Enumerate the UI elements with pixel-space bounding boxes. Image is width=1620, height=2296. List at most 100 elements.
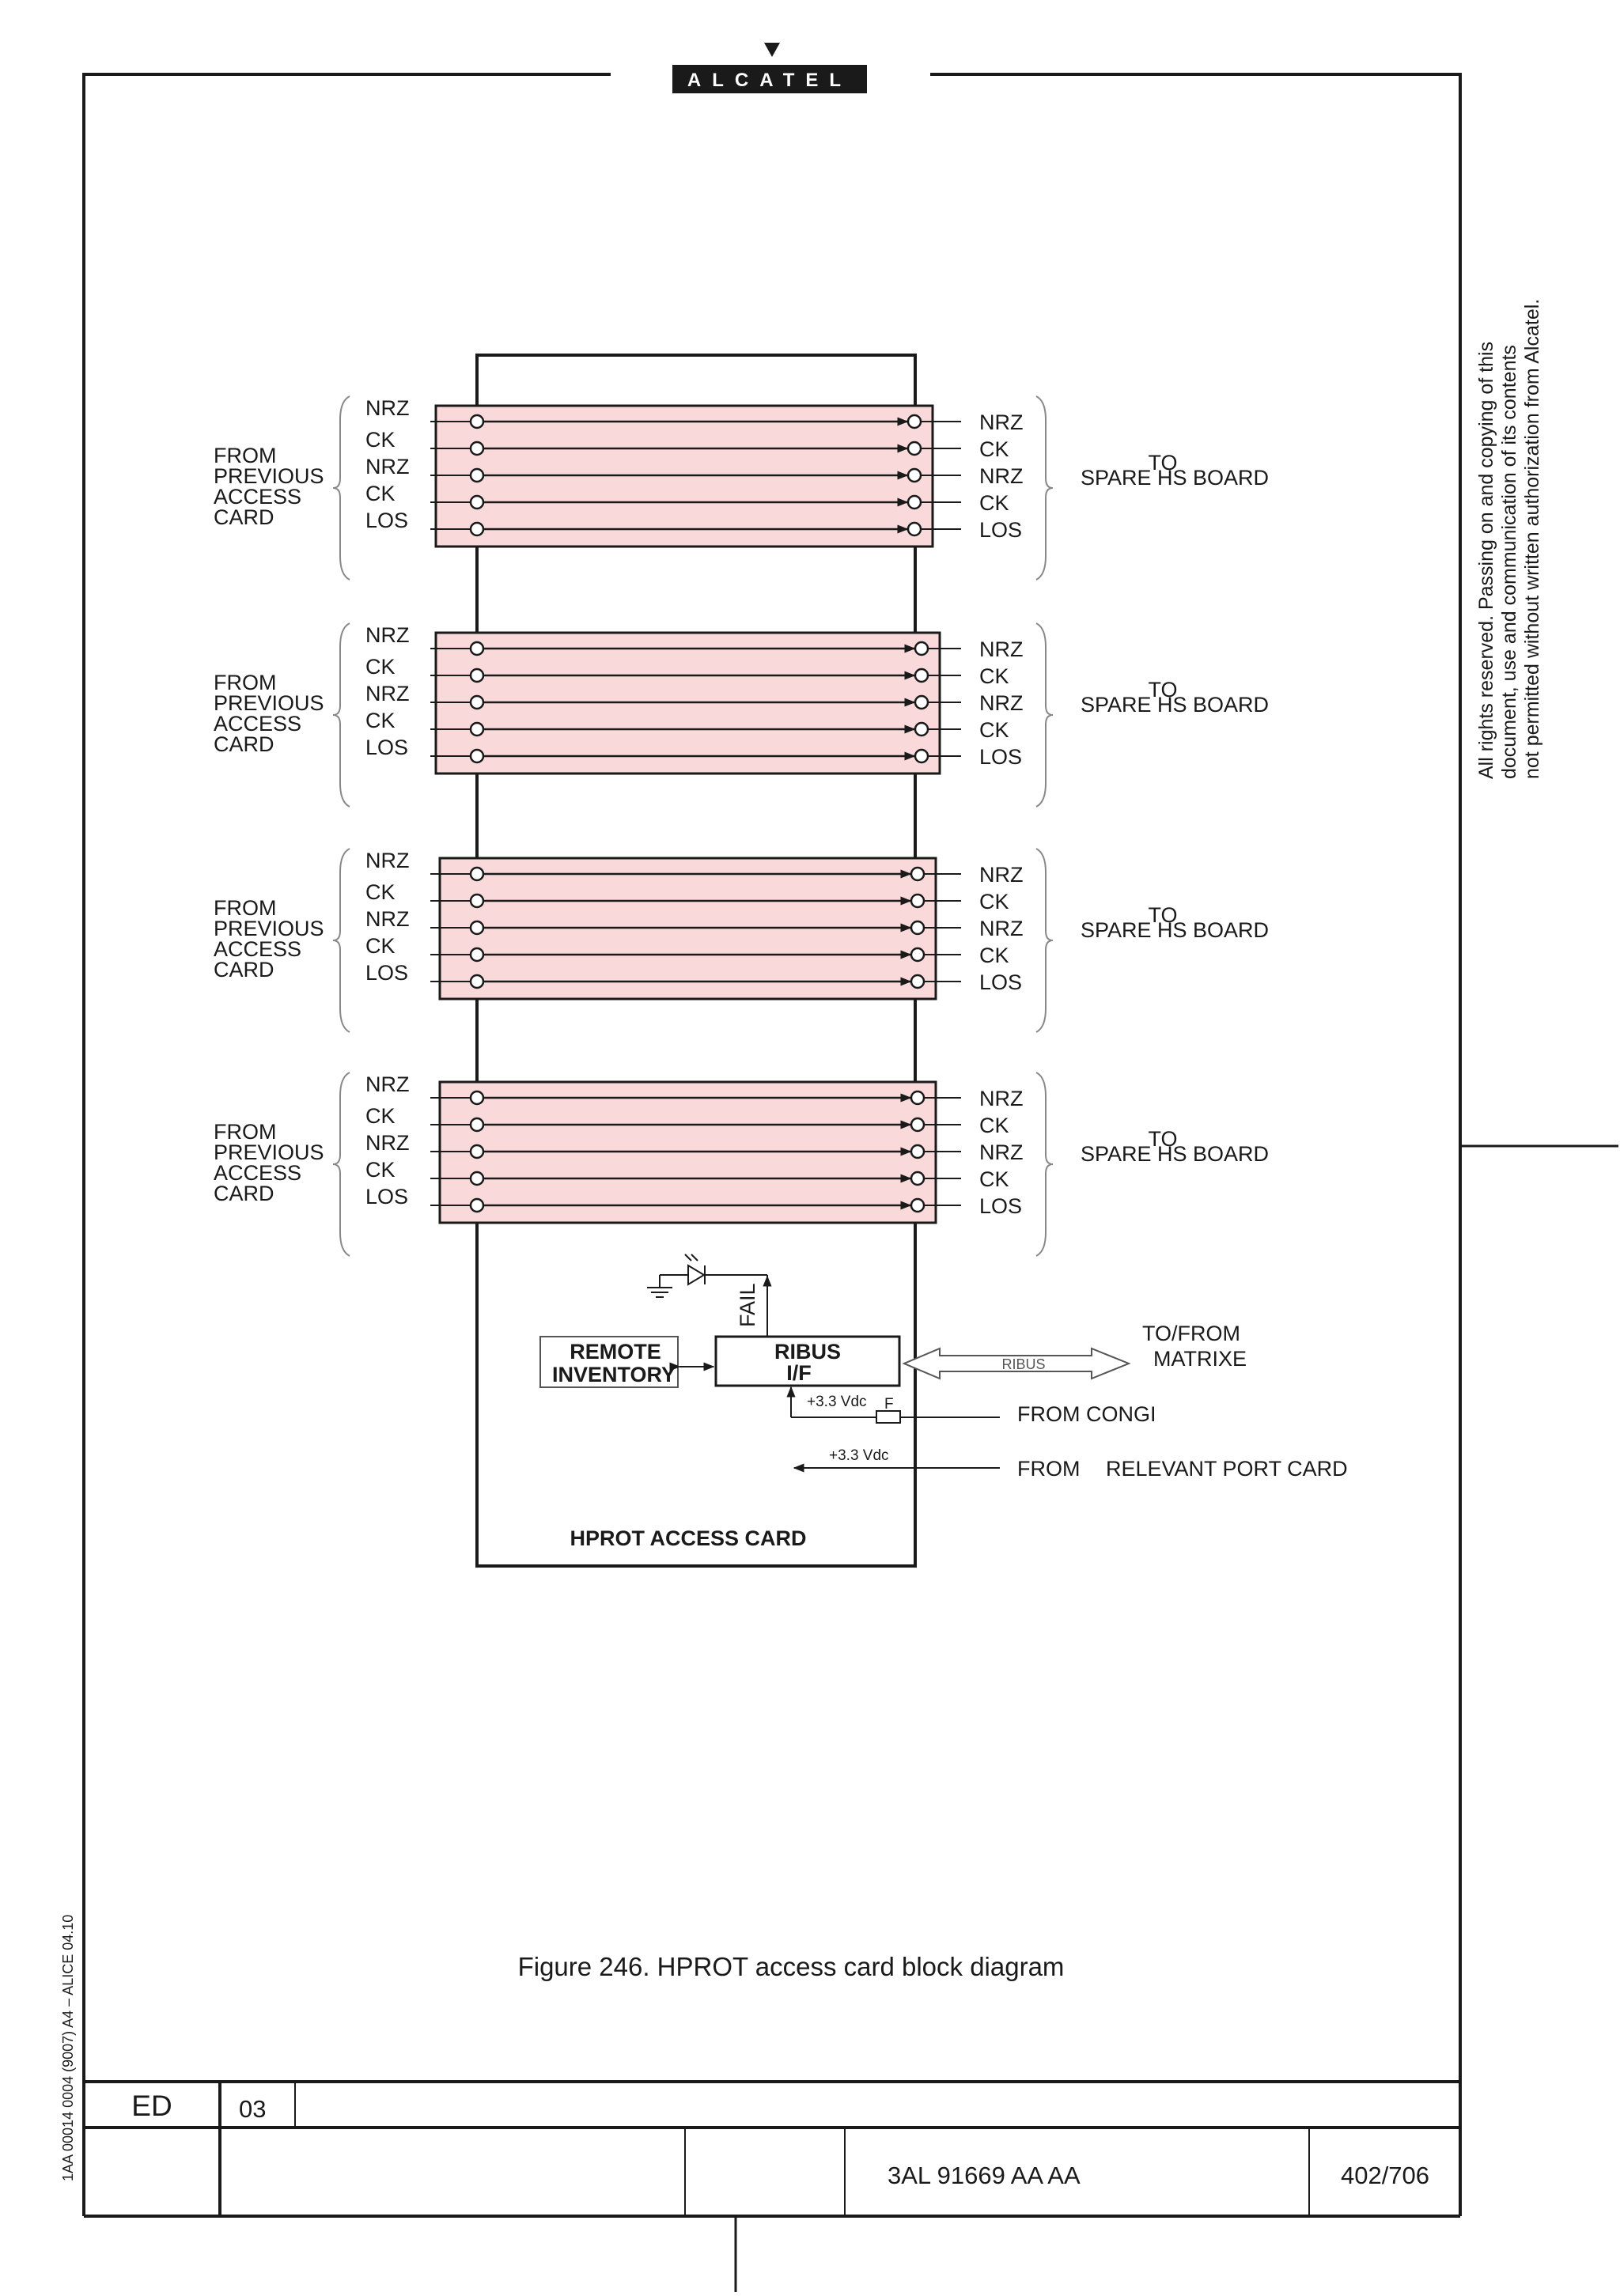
side-code: 1AA 00014 0004 (9007) A4 – ALICE 04.10 [60, 1915, 76, 2181]
input-connector [469, 974, 485, 989]
input-signal-label: LOS [365, 961, 408, 985]
input-signal-label: NRZ [365, 907, 410, 931]
input-connector [469, 893, 485, 909]
spare-hs-board-label: SPARE HS BOARD [1081, 1142, 1269, 1166]
to-from-line-2: MATRIXE [1153, 1347, 1247, 1371]
output-signal-label: NRZ [979, 863, 1024, 887]
left-brace [332, 622, 350, 808]
input-connector [469, 748, 485, 764]
input-connector [469, 1090, 485, 1106]
from-previous-card-label: PREVIOUS [214, 691, 324, 715]
input-connector [469, 1144, 485, 1159]
from-previous-card-label: FROM [214, 671, 276, 694]
input-signal-label: CK [365, 482, 396, 505]
output-signal-label: CK [979, 890, 1009, 913]
left-brace [332, 395, 350, 581]
output-connector [910, 1144, 925, 1159]
rights-notice: All rights reserved. Passing on and copy… [1475, 299, 1543, 779]
output-signal-label: LOS [979, 518, 1022, 542]
from-previous-card-label: FROM [214, 444, 276, 467]
input-connector [469, 1171, 485, 1186]
input-signal-label: NRZ [365, 455, 410, 478]
remote-inventory-line-1: REMOTE [570, 1340, 661, 1364]
from-previous-card-label: PREVIOUS [214, 464, 324, 488]
figure-caption: Figure 246. HPROT access card block diag… [518, 1952, 1065, 1981]
input-connector [469, 414, 485, 429]
from-previous-card-label: FROM [214, 1120, 276, 1144]
output-signal-label: NRZ [979, 1140, 1024, 1164]
from-previous-card-label: PREVIOUS [214, 1140, 324, 1164]
from-previous-card-label: CARD [214, 505, 274, 529]
input-signal-label: NRZ [365, 1131, 410, 1155]
from-previous-card-label: ACCESS [214, 937, 301, 961]
from-previous-card-label: CARD [214, 958, 274, 982]
output-connector [914, 694, 929, 710]
page-frame [82, 73, 1618, 2216]
input-connector [469, 467, 485, 483]
output-signal-label: NRZ [979, 637, 1024, 661]
input-signal-label: NRZ [365, 623, 410, 647]
input-connector [469, 441, 485, 456]
lower-section: FAIL REMOTE INVENTORY RIBUS I/F RIBUS TO… [539, 1254, 1348, 1550]
ribus-if-line-2: I/F [786, 1361, 812, 1385]
from-previous-card-label: FROM [214, 896, 276, 920]
spare-hs-board-label: SPARE HS BOARD [1081, 693, 1269, 717]
right-brace [1035, 1072, 1054, 1257]
fuse-label: F [884, 1396, 894, 1413]
document-number: 3AL 91669 AA AA [888, 2162, 1081, 2189]
page-number: 402/706 [1341, 2162, 1429, 2189]
output-connector [910, 1090, 925, 1106]
card-title: HPROT ACCESS CARD [570, 1526, 806, 1550]
fuse-symbol [876, 1410, 901, 1424]
input-connector [469, 668, 485, 683]
output-signal-label: NRZ [979, 464, 1024, 488]
output-signal-label: LOS [979, 745, 1022, 769]
output-signal-label: CK [979, 1167, 1009, 1191]
from-congi-label: FROM CONGI [1017, 1402, 1156, 1426]
to-label: TO [1148, 451, 1177, 475]
rights-line-3: not permitted without written authorizat… [1521, 299, 1543, 779]
output-connector [907, 467, 922, 483]
input-signal-label: NRZ [365, 1072, 410, 1096]
output-connector [907, 441, 922, 456]
output-connector [914, 748, 929, 764]
input-connector [469, 1197, 485, 1213]
right-brace [1035, 395, 1054, 581]
input-connector [469, 721, 485, 737]
output-connector [910, 920, 925, 936]
vdc-congi-label: +3.3 Vdc [807, 1394, 867, 1410]
output-signal-label: LOS [979, 970, 1022, 994]
input-signal-label: CK [365, 1104, 396, 1128]
ribus-bus-label: RIBUS [1001, 1356, 1045, 1372]
output-connector [907, 494, 922, 510]
output-connector [914, 668, 929, 683]
input-connector [469, 494, 485, 510]
output-signal-label: NRZ [979, 691, 1024, 715]
input-signal-label: CK [365, 934, 396, 958]
output-signal-label: LOS [979, 1194, 1022, 1218]
remote-inventory-box [539, 1336, 679, 1388]
output-signal-label: CK [979, 437, 1009, 461]
from-previous-card-label: CARD [214, 732, 274, 756]
input-connector [469, 920, 485, 936]
input-connector [469, 1117, 485, 1133]
input-connector [469, 641, 485, 656]
input-signal-label: CK [365, 709, 396, 732]
output-connector [914, 721, 929, 737]
input-signal-label: NRZ [365, 682, 410, 705]
left-brace [332, 848, 350, 1033]
output-connector [910, 866, 925, 882]
output-signal-label: CK [979, 491, 1009, 515]
ribus-bus-arrow [902, 1347, 1131, 1380]
output-connector [910, 1117, 925, 1133]
input-signal-label: CK [365, 428, 396, 452]
input-signal-label: CK [365, 655, 396, 679]
output-connector [914, 641, 929, 656]
output-signal-label: CK [979, 664, 1009, 688]
to-label: TO [1148, 678, 1177, 702]
from-previous-card-label: ACCESS [214, 712, 301, 736]
